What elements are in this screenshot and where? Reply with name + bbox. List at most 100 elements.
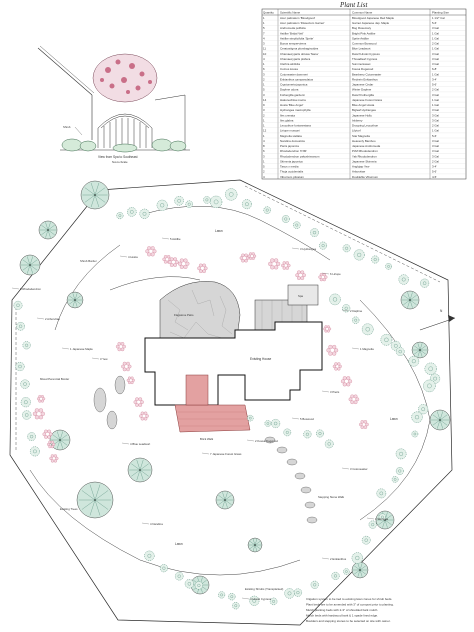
- existing-shrubs-label: Existing Shrubs (Transplanted): [245, 587, 283, 591]
- shrub-symbol: [284, 588, 295, 599]
- table-cell: 3 Gal: [432, 144, 439, 148]
- shrub-symbol: [30, 446, 40, 457]
- table-cell: Dwarf Fothergilla: [352, 93, 374, 97]
- perennial-symbol: [145, 246, 157, 257]
- shrub-symbol: [343, 568, 350, 575]
- table-rows: 1 Acer palmatum 'Bloodgood' Bloodgood Japa…: [262, 16, 466, 180]
- table-cell: Fothergilla gardenii: [280, 93, 305, 97]
- table-cell: Bright Pink Astilbe: [352, 31, 376, 35]
- table-cell: 1: [263, 134, 265, 138]
- plant-callout: 1 Magnolia: [351, 347, 374, 351]
- tree-symbol: [38, 220, 58, 240]
- shrub-symbol: [144, 550, 155, 561]
- perennial-symbol: [340, 376, 353, 387]
- table-cell: 5-6': [432, 21, 437, 25]
- callout-label: 4 Nandina: [150, 522, 163, 526]
- shrub-symbol: [408, 355, 420, 367]
- callout-label: 3 Yew: [100, 357, 108, 361]
- note-line: Mulch beds with hardwood bark & 1 spade …: [306, 614, 378, 618]
- table-cell: 2 Gal: [432, 124, 439, 128]
- table-cell: 1 Gal: [432, 129, 439, 133]
- table-cell: Astilbe simplicifolia 'Sprite': [280, 36, 314, 40]
- perennial-symbol: [115, 342, 126, 352]
- table-cell: Skimmia japonica: [280, 159, 303, 163]
- table-cell: Cotoneaster dammeri: [280, 72, 308, 76]
- table-cell: Liriope muscari: [280, 129, 300, 133]
- plan-notes: Irrigation system to be tied to existing…: [306, 597, 394, 623]
- table-cell: 1: [263, 83, 265, 87]
- table-cell: Bloodgood Japanese Red Maple: [352, 16, 394, 20]
- table-cell: Astilbe 'Bridal Veil': [280, 31, 304, 35]
- table-cell: 10: [263, 52, 267, 56]
- perennial-symbol: [295, 270, 306, 280]
- callout-label: 2 Daphne: [350, 309, 363, 313]
- shrub-symbol: [385, 263, 392, 270]
- table-cell: 3 Gal: [432, 149, 439, 153]
- table-cell: Hydrangea macrophylla: [280, 108, 311, 112]
- table-cell: 1 Gal: [432, 98, 439, 102]
- table-cell: 3: [263, 108, 265, 112]
- shrub-symbol: [203, 196, 211, 204]
- shrub-symbol: [353, 249, 365, 261]
- table-cell: 14: [263, 98, 267, 102]
- shrub-symbol: [174, 572, 184, 581]
- table-cell: 3 Gal: [432, 62, 439, 66]
- shrub-symbol: [139, 208, 150, 219]
- shrub-symbol: [225, 188, 238, 201]
- table-cell: 4: [263, 57, 265, 61]
- table-cell: Acer palmatum 'Bloodgood': [280, 16, 316, 20]
- stepping-stone-walk: [93, 375, 318, 524]
- table-cell: 3 Gal: [432, 139, 439, 143]
- table-cell: 1: [263, 21, 265, 25]
- table-cell: 3 Gal: [432, 57, 439, 61]
- tree-symbol: [411, 341, 429, 359]
- perennial-symbol: [326, 344, 339, 356]
- table-cell: Winter Daphne: [352, 88, 372, 92]
- plant-list-table: Plant List Quantity Scientific Name Comm…: [261, 1, 467, 180]
- plant-callout: 2 Arborvitae: [36, 317, 60, 321]
- shrub-symbol: [418, 404, 429, 415]
- table-cell: 3: [263, 72, 265, 76]
- table-cell: 3 Gal: [432, 108, 439, 112]
- perennial-symbol: [281, 261, 291, 270]
- table-cell: Dwarf Hinoki Cypress: [352, 52, 380, 56]
- callout-label: 4 Hosta: [128, 255, 138, 259]
- table-cell: 11: [263, 47, 266, 51]
- perennial-symbol: [247, 252, 257, 260]
- plant-callout: 2 Daphne: [341, 309, 363, 313]
- table-cell: 3: [263, 93, 265, 97]
- table-cell: Star Magnolia: [352, 134, 370, 138]
- table-cell: Summersweet: [352, 62, 371, 66]
- shrub-symbol: [342, 304, 351, 313]
- table-cell: 1: [263, 124, 265, 128]
- shrub-symbol: [249, 595, 260, 606]
- table-cell: 6: [263, 67, 265, 71]
- shrub-symbol: [264, 420, 272, 427]
- table-cell: Bearberry Cotoneaster: [352, 72, 381, 76]
- perennial-symbol: [268, 258, 281, 270]
- shrub-symbol: [310, 228, 319, 237]
- shrub-symbol: [395, 347, 405, 356]
- table-cell: Cryptomeria japonica: [280, 83, 308, 87]
- plant-callout: 6 Rhododendron: [11, 287, 41, 291]
- plant-callout: 4 Blue Leadwort: [121, 442, 150, 446]
- table-header-scientific: Scientific Name: [280, 11, 300, 15]
- table-cell: Sprite Astilbe: [352, 36, 369, 40]
- table-cell: Japanese Andromeda: [352, 144, 381, 148]
- shrub-symbol: [420, 278, 430, 288]
- tree-symbol: [66, 291, 84, 309]
- table-cell: Drooping Leucothoe: [352, 124, 378, 128]
- perennial-symbol: [133, 397, 144, 407]
- callout-label: 4 Hinoki Cypress: [250, 597, 272, 601]
- table-cell: 1: [263, 118, 265, 122]
- perennial-symbol: [49, 454, 59, 463]
- plant-callout: 4 Hinoki Cypress: [241, 597, 272, 601]
